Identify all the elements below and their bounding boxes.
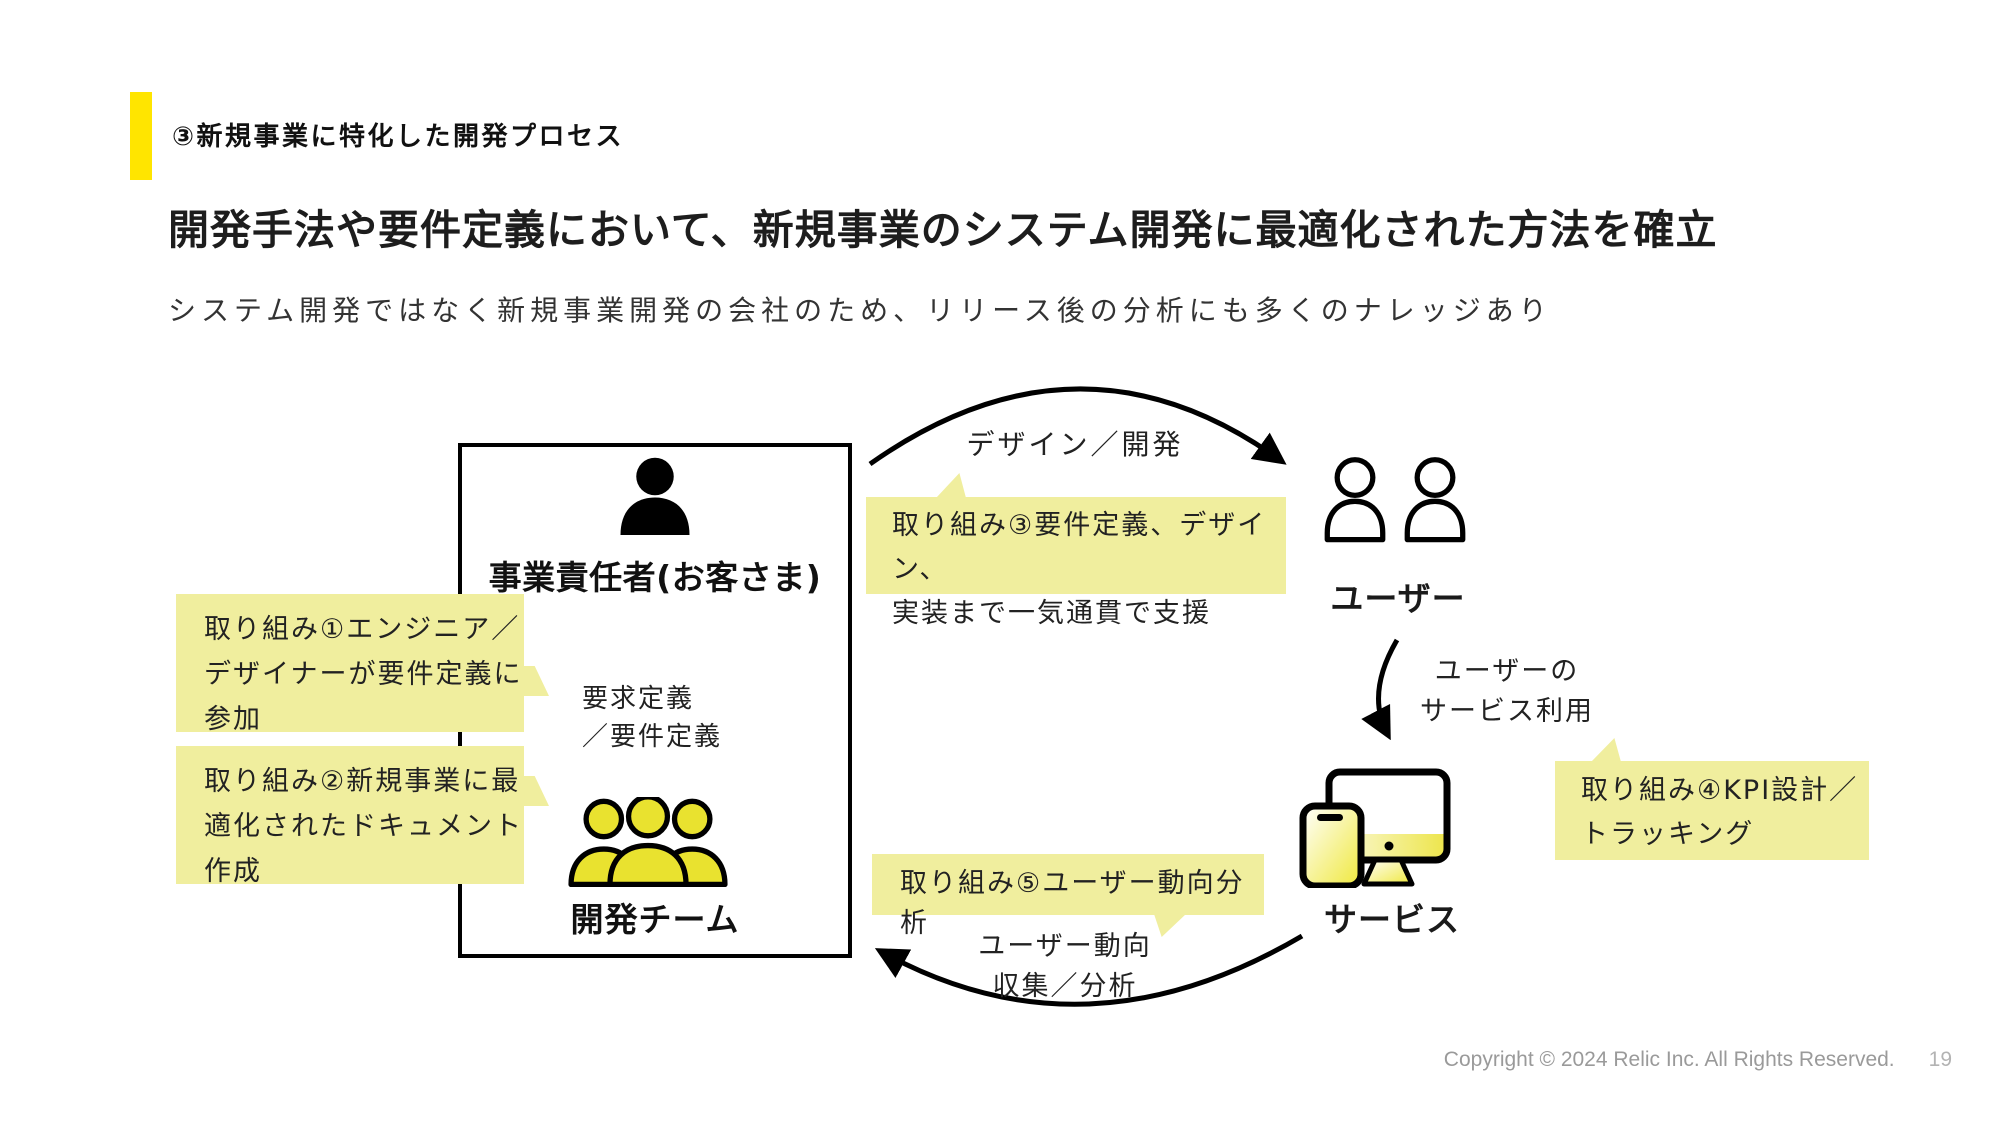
business-owner-label: 事業責任者(お客さま) (488, 558, 822, 597)
user-label: ユーザー (1330, 579, 1466, 618)
accent-bar (130, 92, 152, 180)
page-title: 開発手法や要件定義において、新規事業のシステム開発に最適化された方法を確立 (168, 206, 1718, 254)
service-label: サービス (1324, 900, 1460, 939)
page-subtitle: システム開発ではなく新規事業開発の会社のため、リリース後の分析にも多くのナレッジ… (168, 294, 1552, 327)
callout-initiative-3: 取り組み③要件定義、デザイン、 実装まで一気通貫で支援 (866, 473, 1286, 629)
user-icon (1404, 457, 1466, 543)
callout-initiative-5: 取り組み⑤ユーザー動向分析 (872, 854, 1264, 939)
dev-team-icon (568, 797, 728, 887)
kicker-text: ③新規事業に特化した開発プロセス (172, 122, 625, 152)
callout-initiative-1: 取り組み①エンジニア／ デザイナーが要件定義に 参加 (176, 594, 549, 735)
footer: Copyright © 2024 Relic Inc. All Rights R… (1444, 1048, 1952, 1072)
business-owner-icon (620, 457, 690, 535)
callout-tail (936, 473, 966, 498)
callout-initiative-4: 取り組み④KPI設計／ トラッキング (1555, 738, 1869, 860)
user-icon (1324, 457, 1386, 543)
callout-tail (1591, 738, 1621, 762)
callout-initiative-2: 取り組み②新規事業に最 適化されたドキュメント 作成 (176, 746, 549, 887)
service-icon (1299, 768, 1451, 888)
users-icon (1322, 456, 1468, 544)
page-number: 19 (1928, 1048, 1952, 1071)
requirements-label: 要求定義 ／要件定義 (582, 684, 723, 752)
copyright-text: Copyright © 2024 Relic Inc. All Rights R… (1443, 1048, 1895, 1071)
service-use-label: ユーザーの サービス利用 (1420, 656, 1594, 727)
design-dev-label: デザイン／開発 (966, 428, 1184, 461)
collect-analyze-label: ユーザー動向 収集／分析 (978, 931, 1152, 1002)
arrow-user-to-service (1361, 638, 1400, 741)
phone-icon (1299, 802, 1365, 888)
dev-team-label: 開発チーム (570, 900, 740, 939)
